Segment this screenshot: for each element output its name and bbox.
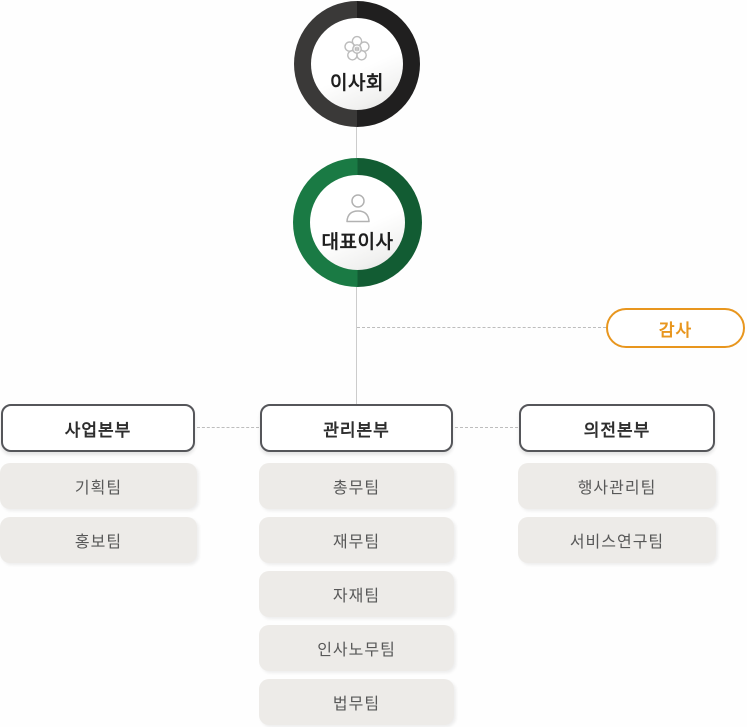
org-node-team: 재무팀 bbox=[259, 517, 454, 563]
org-node-ceo-inner: 대표이사 bbox=[310, 175, 405, 270]
board-label: 이사회 bbox=[330, 73, 384, 94]
org-node-ceo: 대표이사 bbox=[293, 158, 422, 287]
org-node-team: 홍보팀 bbox=[0, 517, 197, 563]
org-node-board-inner: 이사회 bbox=[311, 18, 403, 110]
org-node-team: 기획팀 bbox=[0, 463, 197, 509]
org-node-auditor: 감사 bbox=[606, 308, 745, 348]
dashed-connector-division-left bbox=[197, 427, 259, 428]
org-node-board: 이사회 bbox=[294, 1, 420, 127]
dashed-connector-division-right bbox=[455, 427, 518, 428]
org-node-team: 행사관리팀 bbox=[518, 463, 716, 509]
org-node-division-business: 사업본부 bbox=[1, 404, 195, 452]
org-node-division-protocol: 의전본부 bbox=[519, 404, 715, 452]
person-icon bbox=[341, 191, 375, 224]
org-node-team: 법무팀 bbox=[259, 679, 454, 725]
org-node-team: 총무팀 bbox=[259, 463, 454, 509]
ceo-label: 대표이사 bbox=[321, 232, 394, 253]
org-node-team: 서비스연구팀 bbox=[518, 517, 716, 563]
rosette-emblem-icon bbox=[341, 33, 373, 65]
dashed-connector-auditor bbox=[357, 327, 606, 328]
org-node-team: 인사노무팀 bbox=[259, 625, 454, 671]
auditor-label: 감사 bbox=[658, 320, 693, 340]
org-node-team: 자재팀 bbox=[259, 571, 454, 617]
org-node-division-management: 관리본부 bbox=[260, 404, 453, 452]
